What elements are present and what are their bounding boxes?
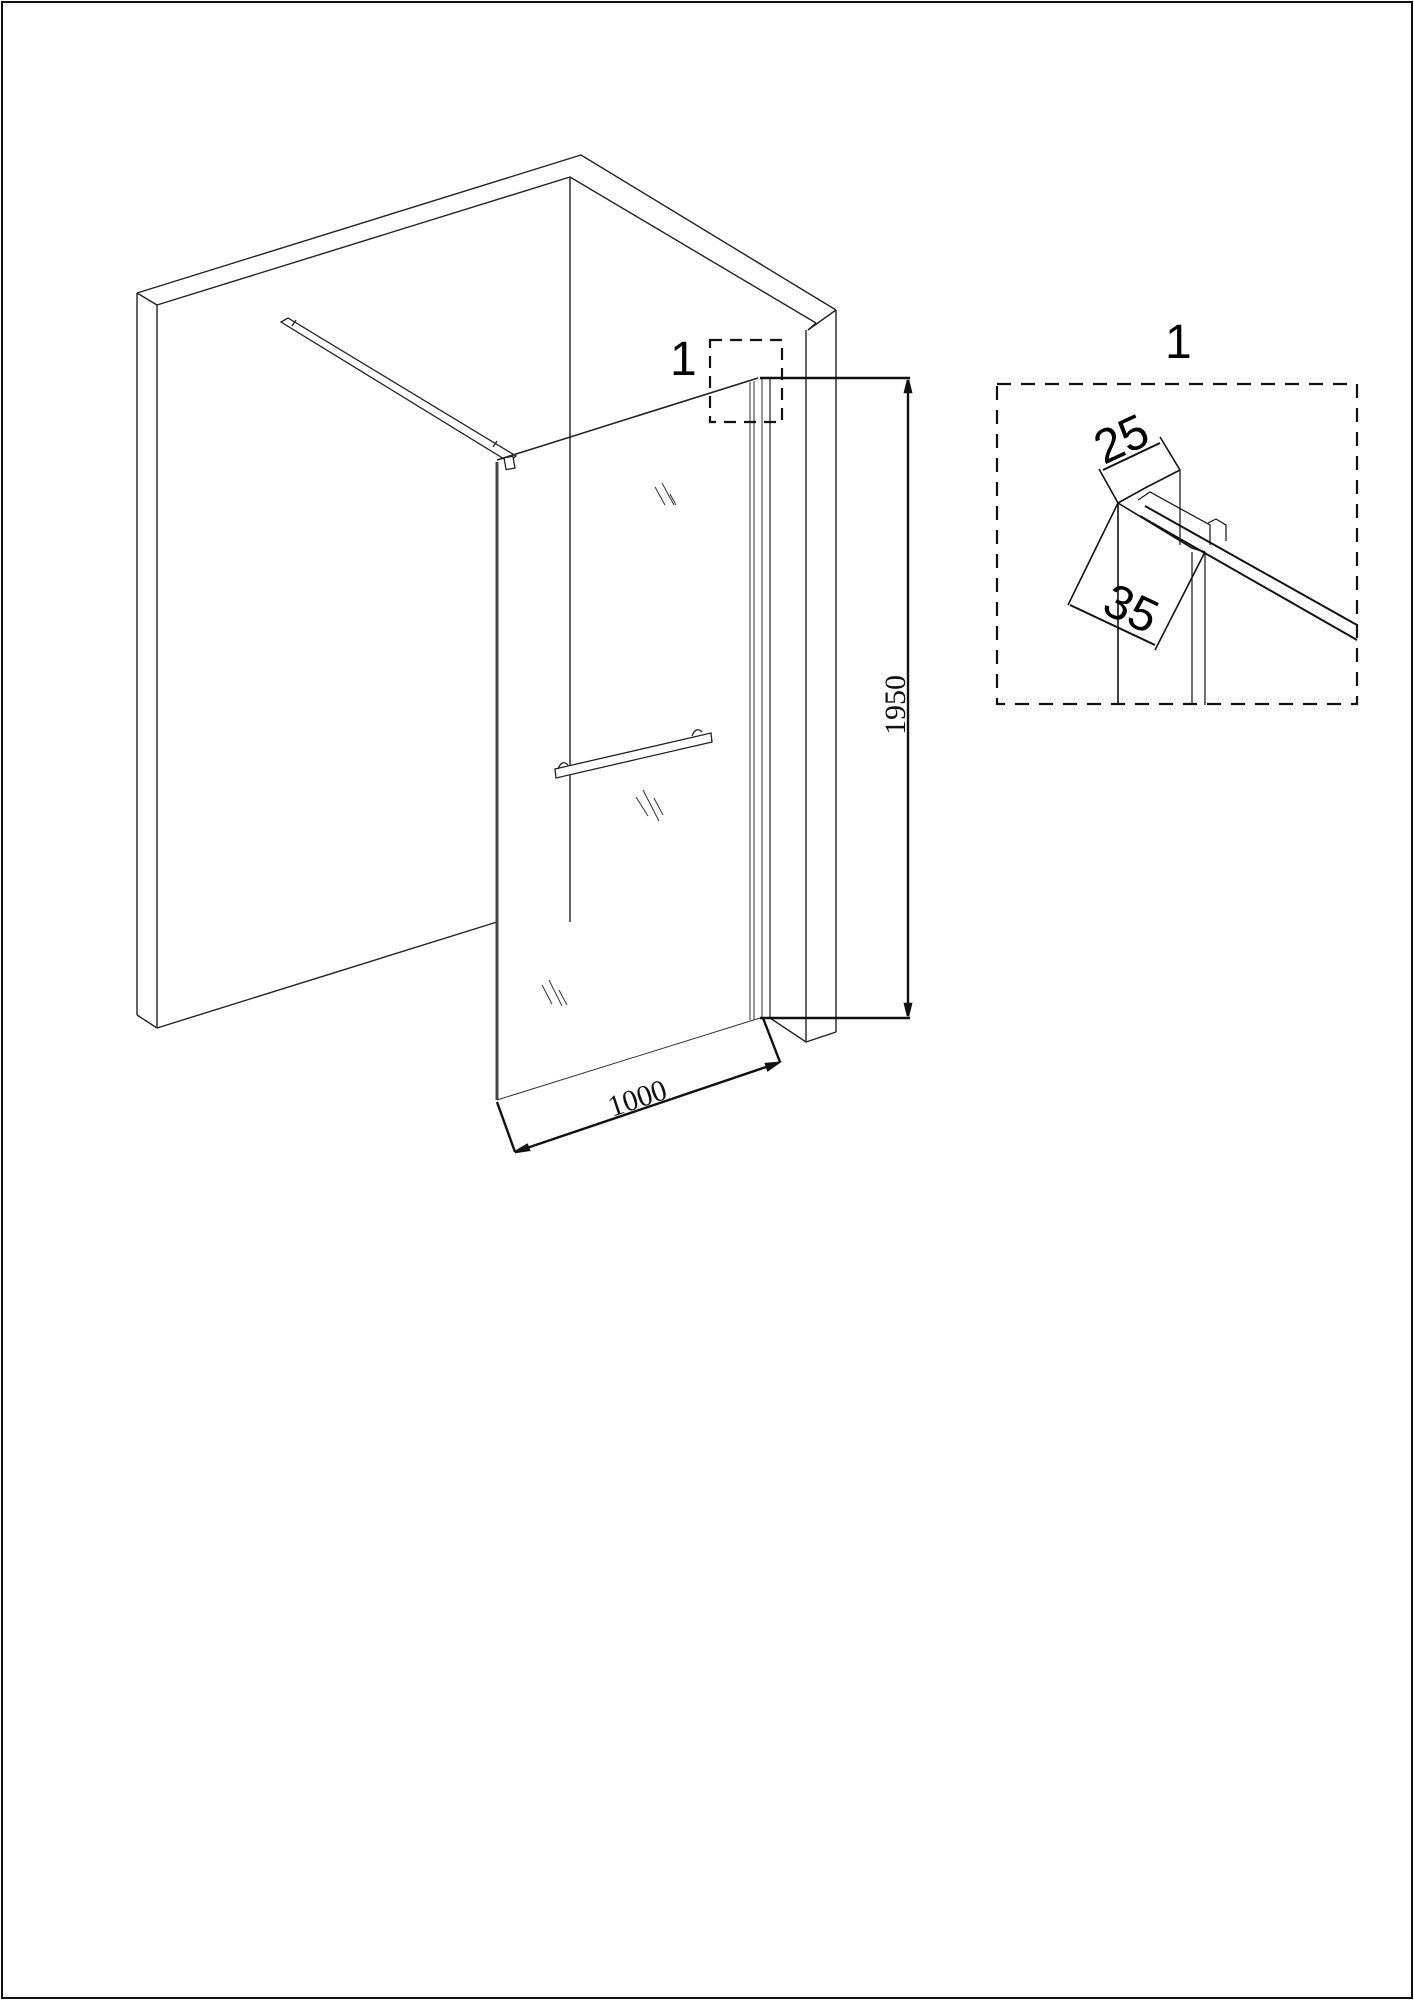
detail-marker-label: 1 <box>670 333 697 386</box>
height-dimension <box>760 376 913 1020</box>
wall-top-inner-edge <box>156 176 817 324</box>
profile-depth-label: 35 <box>1095 574 1166 645</box>
detail-view-title: 1 <box>1165 316 1192 369</box>
right-wall-top-cap2 <box>807 309 837 331</box>
wall-structure <box>136 154 837 1043</box>
width-dimension <box>495 1017 783 1154</box>
glass-panel <box>495 377 771 1101</box>
wall-floor-line <box>156 921 498 1029</box>
wall-top-left-cap <box>136 292 158 306</box>
wall-left-bottom-cap <box>136 1014 158 1029</box>
glass-reflection-marks <box>541 482 677 1007</box>
detail-view-frame <box>995 382 1359 706</box>
height-dimension-label: 1950 <box>879 675 912 735</box>
rod-clamp <box>503 455 516 471</box>
width-dimension-label: 1000 <box>604 1073 671 1123</box>
support-rod <box>279 317 518 471</box>
detail-marker-box <box>708 338 784 424</box>
detail-view: 1 25 35 <box>995 316 1359 706</box>
wall-top-outer-edge <box>136 154 837 311</box>
right-wall-bottom <box>769 1017 837 1043</box>
profile-width-label: 25 <box>1086 404 1157 475</box>
towel-bar-handle <box>554 729 713 779</box>
